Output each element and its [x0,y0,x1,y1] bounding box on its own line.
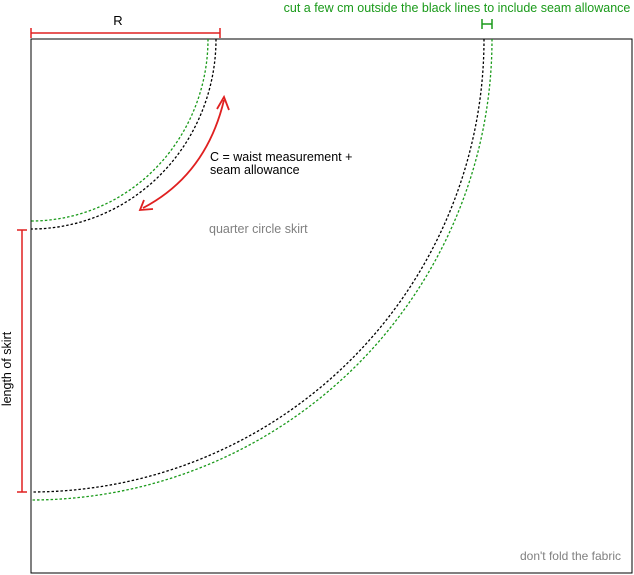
waist-seam-line [30,38,209,222]
length-dimension [17,229,27,493]
circumference-label-line2: seam allowance [210,163,300,177]
hem-cut-line [30,38,485,493]
circumference-arrow [138,94,230,212]
waist-cut-line [30,38,217,230]
radius-label: R [113,13,122,28]
fabric-outline [30,38,633,574]
seam-allowance-note: cut a few cm outside the black lines to … [284,1,631,15]
circumference-label-line1: C = waist measurement + [210,150,352,164]
length-label: length of skirt [0,331,14,406]
radius-dimension [30,28,221,38]
pattern-title: quarter circle skirt [209,222,308,236]
hem-seam-line [30,38,493,501]
fold-note: don't fold the fabric [520,549,621,563]
seam-allowance-marker [481,19,493,29]
